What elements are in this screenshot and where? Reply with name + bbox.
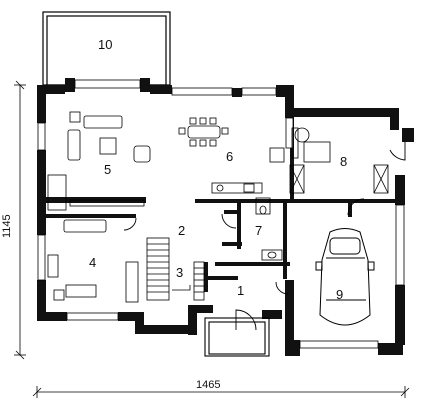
doors [123,142,406,331]
entrance-porch [204,317,270,357]
exterior-walls [37,78,414,356]
dimension-lines [14,80,410,398]
bathroom-fixtures [255,197,283,261]
dining-furniture [178,117,285,194]
room-label-8: 8 [340,154,348,169]
room-label-10: 10 [98,37,113,52]
interior-walls [46,110,395,292]
room-label-5: 5 [104,162,112,177]
room-label-3: 3 [176,265,184,280]
garage-fixtures [289,127,389,194]
room-label-9: 9 [336,287,344,302]
study-furniture [47,219,139,303]
room-label-4: 4 [89,255,97,270]
living-room-furniture [47,111,151,211]
height-dimension-label: 1145 [1,214,13,238]
room-label-1: 1 [237,283,245,298]
room-label-7: 7 [255,223,263,238]
windows [37,79,405,349]
car-icon [315,228,375,326]
staircase [146,237,205,301]
room-label-6: 6 [226,149,234,164]
room-label-2: 2 [178,223,186,238]
width-dimension-label: 1465 [196,379,221,391]
